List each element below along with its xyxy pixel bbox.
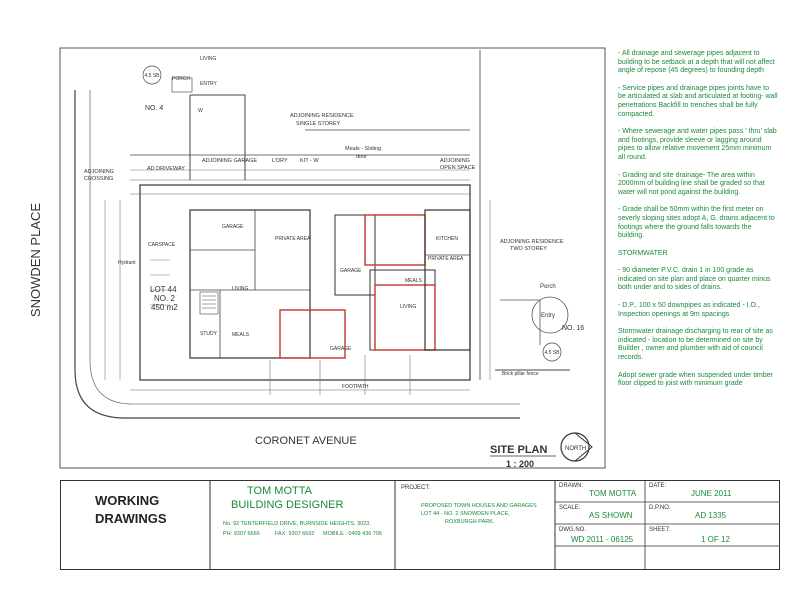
note-item: - Where sewerage and water pipes pass ' … — [618, 128, 777, 161]
unit-2-outline — [334, 214, 376, 296]
note-item: - D.P., 100 x 50 downpipes as indicated … — [618, 302, 760, 318]
label-ad-driveway: AD DRIVEWAY — [147, 166, 185, 172]
note-item: Adopt sewer grade when suspended under t… — [618, 371, 773, 388]
note-item: - 90 diameter P.V.C. drain 1 in 100 grad… — [618, 267, 771, 292]
designer-phone: PH: 9307 6666 — [223, 531, 260, 537]
label-crossing: CROSSING — [84, 176, 113, 182]
north-label: NORTH — [565, 446, 586, 452]
date-label: DATE: — [649, 483, 667, 489]
note-heading-stormwater: STORMWATER — [618, 249, 668, 257]
dpno-value: AD 1335 — [695, 511, 727, 520]
designer-fax: FAX: 9307 6692 — [275, 531, 315, 537]
label-adj-garage: ADJOINING GARAGE — [202, 158, 257, 164]
room-meals-2: MEALS — [405, 278, 423, 284]
label-door: door — [356, 154, 367, 160]
drawn-label: DRAWN: — [559, 483, 584, 489]
label-carspace: CARSPACE — [148, 242, 176, 248]
street-snowden-place: SNOWDEN PLACE — [28, 203, 43, 317]
sheet-value: 1 OF 12 — [701, 535, 730, 544]
unit-1-outline — [189, 209, 311, 359]
room-garage-1: GARAGE — [222, 224, 244, 230]
date-value: JUNE 2011 — [691, 489, 732, 498]
scale-label: SCALE: — [559, 505, 581, 511]
kerb-line — [74, 90, 520, 419]
dwgno-label: DWG.NO. — [559, 527, 586, 533]
room-garage-3: GARAGE — [330, 346, 352, 352]
designer-name: TOM MOTTA — [247, 485, 312, 497]
label-adjoining-crossing: ADJOINING — [84, 169, 114, 175]
working-label: WORKING — [95, 493, 160, 508]
project-label: PROJECT: — [401, 485, 431, 491]
label-single-storey: SINGLE STOREY — [296, 121, 341, 127]
setback-right: 4.5 SB — [544, 350, 560, 356]
room-living-2: LIVING — [400, 304, 417, 310]
note-item: - Service pipes and drainage pipes joint… — [618, 84, 778, 118]
label-adjoining-single: ADJOINING RESIDENCE — [290, 113, 354, 119]
label-entry-top: ENTRY — [200, 81, 218, 87]
label-footpath: FOOTPATH — [342, 384, 369, 390]
label-ldry: L'DRY — [272, 158, 288, 164]
room-kitchen: KITCHEN — [436, 236, 458, 242]
label-open-space: OPEN SPACE — [440, 165, 476, 171]
label-entry-right: Entry — [541, 313, 555, 319]
setback-top: 4.5 SB — [144, 73, 160, 79]
title-block: WORKING DRAWINGS TOM MOTTA BUILDING DESI… — [60, 479, 780, 570]
note-item: - Grading and site drainage- The area wi… — [618, 171, 765, 196]
note-item: - Grade shall be 50mm within the first m… — [618, 206, 775, 240]
designer-role: BUILDING DESIGNER — [231, 499, 344, 511]
note-item: Stormwater drainage discharging to rear … — [618, 328, 773, 362]
label-brick-fence: Brick pillar fence — [502, 371, 539, 377]
label-two-storey: TWO STOREY — [510, 246, 547, 252]
label-adjoining-two: ADJOINING RESIDENCE — [500, 239, 564, 245]
scale-value: AS SHOWN — [589, 511, 633, 520]
unit-3-outline — [424, 209, 471, 351]
project-line-1: PROPOSED TOWN HOUSES AND GARAGES — [421, 503, 537, 509]
construction-notes: - All drainage and sewerage pipes adjace… — [618, 50, 778, 398]
label-w-top: W — [198, 108, 203, 114]
sheet-label: SHEET: — [649, 527, 671, 533]
site-plan-title: SITE PLAN — [490, 444, 548, 456]
room-living-1: LIVING — [232, 286, 249, 292]
label-meals-sliding: Meals - Sliding — [345, 146, 381, 152]
label-no4: NO. 4 — [145, 105, 163, 112]
label-porch-right: Porch — [540, 284, 556, 290]
note-item: - All drainage and sewerage pipes adjace… — [618, 50, 775, 75]
room-private-area-2: PRIVATE AREA — [428, 256, 464, 262]
label-adj-open: ADJOINING — [440, 158, 470, 164]
lot-number: LOT 44 — [150, 285, 177, 294]
room-meals-1: MEALS — [232, 332, 250, 338]
room-garage-2: GARAGE — [340, 268, 362, 274]
dpno-label: D.P.NO. — [649, 505, 671, 511]
project-line-3: ROXBURGH PARK. — [445, 519, 495, 525]
label-hydrant: Hydrant — [118, 260, 136, 266]
label-no16: NO. 16 — [562, 325, 584, 332]
dwgno-value: WD 2011 - 06125 — [571, 535, 634, 544]
title-block-grid — [209, 479, 780, 570]
label-porch-top: PORCH — [172, 76, 190, 82]
street-coronet-avenue: CORONET AVENUE — [255, 435, 357, 447]
designer-address: No. 92 TENTERFIELD DRIVE, BURNSIDE HEIGH… — [223, 521, 371, 527]
room-study: STUDY — [200, 331, 218, 337]
drawings-label: DRAWINGS — [95, 511, 167, 526]
lot-sub: NO. 2 — [154, 294, 175, 303]
label-living-top: LIVING — [200, 56, 217, 62]
drawn-value: TOM MOTTA — [589, 489, 637, 498]
site-plan-scale: 1 : 200 — [506, 459, 534, 469]
project-line-2: LOT 44 - NO. 2 SNOWDEN PLACE, — [421, 511, 510, 517]
room-private-area-1: PRIVATE AREA — [275, 236, 311, 242]
designer-mobile: MOBILE : 0409 436 706 — [323, 531, 383, 537]
lot-area: 450 m2 — [151, 303, 178, 312]
label-kit: KIT - W — [300, 158, 319, 164]
